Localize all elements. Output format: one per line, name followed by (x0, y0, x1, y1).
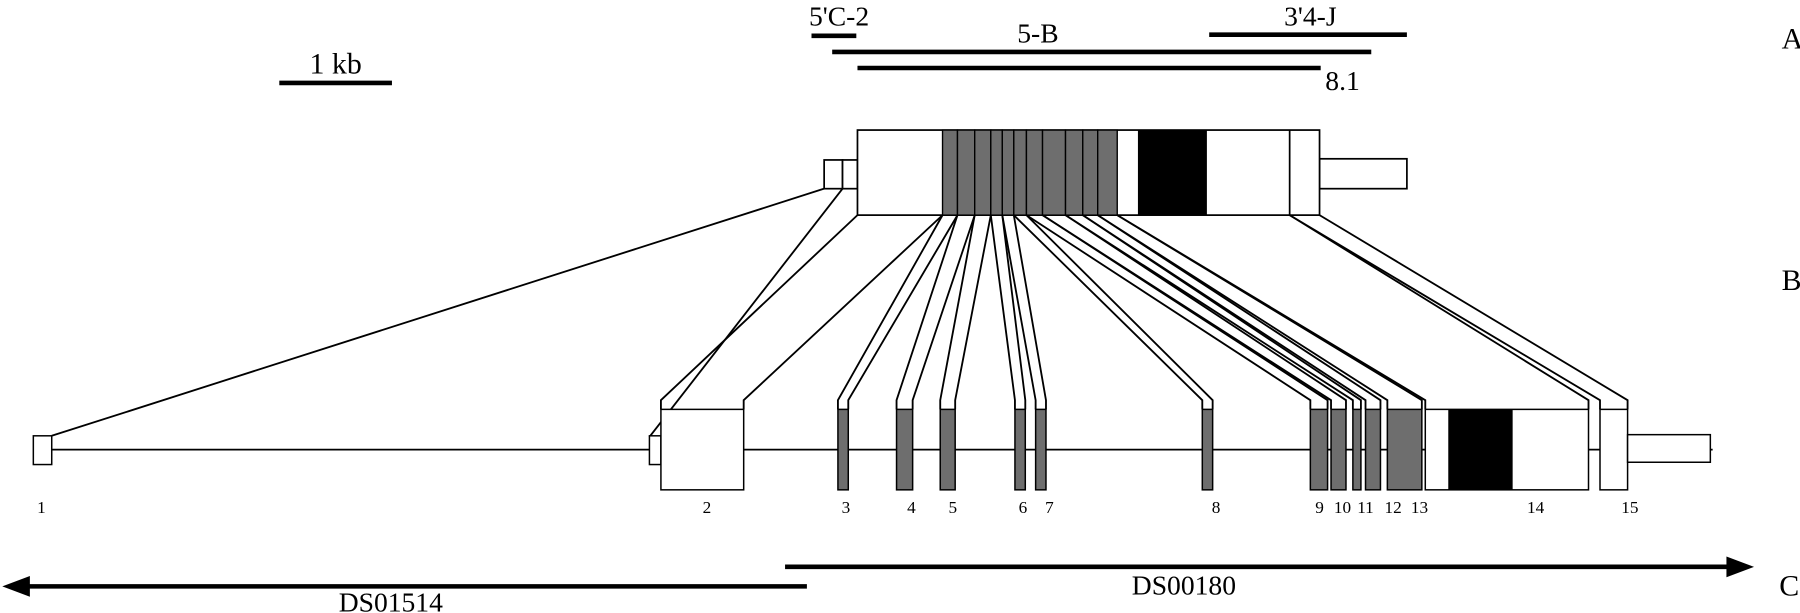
panel-label-a: A (1782, 22, 1800, 55)
exon-connector-line (895, 214, 959, 410)
exon-connector-line (1025, 214, 1312, 410)
mrna-5utr-box (841, 159, 859, 190)
mrna-coding-segment (956, 129, 976, 216)
clone-label: 3'4-J (1284, 0, 1337, 31)
exon-connector-line (1319, 214, 1629, 410)
exon-connector-line (51, 187, 825, 437)
exon-6 (1014, 408, 1027, 491)
exon-label: 4 (907, 498, 916, 517)
clone-5c2: 5'C-2 (809, 0, 869, 39)
scale-bar-label: 1 kb (309, 48, 361, 81)
exon-connector-line (660, 214, 859, 410)
exon-connector-line (1042, 214, 1332, 410)
exon-connector-line (1082, 214, 1367, 410)
exon-connector-line (1116, 214, 1427, 410)
panel-label-b: B (1782, 264, 1800, 297)
exon-connector-line (1042, 214, 1329, 410)
mrna-coding-segment (1001, 129, 1015, 216)
mrna-coding-segment (1082, 129, 1099, 216)
clone-34j: 3'4-J (1209, 0, 1407, 37)
exon-connector-line (1025, 214, 1214, 410)
exon-label: 6 (1019, 498, 1028, 517)
exon-connector-line (847, 214, 959, 410)
mrna-coding-segment (990, 129, 1003, 216)
clone-8-1: 8.1 (857, 65, 1360, 96)
exon-2 (660, 408, 745, 491)
exon-connectors (51, 187, 1629, 438)
exon-8 (1201, 408, 1214, 491)
exon-label: 14 (1527, 498, 1545, 517)
exon-label: 8 (1212, 498, 1221, 517)
exon-7 (1034, 408, 1047, 491)
exon-connector-line (837, 214, 944, 410)
exon-label: 15 (1621, 498, 1638, 517)
exon-3 (837, 408, 850, 491)
exon-label: 5 (949, 498, 958, 517)
exon-connector-line (911, 214, 976, 410)
exon-connector-line (1289, 214, 1601, 410)
exon-13 (1386, 408, 1423, 491)
clone-label: 8.1 (1325, 65, 1359, 96)
mrna-transcript (823, 129, 1408, 216)
exon-14-black-domain (1448, 409, 1513, 490)
mrna-3utr-tail (1318, 157, 1408, 190)
exon-12 (1364, 408, 1382, 491)
exon-connector-line (742, 214, 944, 410)
exon-label: 1 (37, 498, 46, 517)
mrna-coding-segment (1025, 129, 1044, 216)
exon-label: 11 (1357, 498, 1374, 517)
exon-label: 2 (703, 498, 712, 517)
panel-label-c: C (1779, 570, 1799, 603)
clone-label: 5'C-2 (809, 0, 869, 31)
exon-connector-line (1001, 215, 1027, 410)
exon-connector-line (954, 214, 992, 410)
exon-4 (895, 408, 914, 491)
exon-connector-line (1013, 214, 1204, 410)
exon-connector-line (1116, 214, 1423, 410)
exon-2-leading-box (648, 435, 662, 466)
exon-9 (1309, 408, 1329, 491)
exon-connector-line (939, 214, 976, 410)
arrow-label: DS00180 (1132, 569, 1236, 600)
exon-connector-line (1001, 214, 1037, 410)
exon-label: 13 (1411, 498, 1428, 517)
mrna-coding-segment (1013, 129, 1028, 216)
mrna-black-domain (1137, 130, 1207, 216)
exon-5 (939, 408, 956, 491)
mrna-coding-segment (1041, 129, 1067, 216)
scale-bar: 1 kb (279, 48, 392, 86)
clone-label: 5-B (1017, 18, 1058, 49)
exon-label: 10 (1334, 498, 1351, 517)
mrna-coding-segment (1064, 129, 1084, 216)
exon-1 (32, 435, 53, 466)
exon-11 (1352, 408, 1362, 491)
exon-connector-line (648, 188, 844, 438)
exon-15 (1599, 408, 1629, 491)
exon-label: 9 (1315, 498, 1324, 517)
clone-5b: 5-B (832, 18, 1372, 55)
exon-label: 3 (842, 498, 851, 517)
exon-connector-line (1097, 214, 1389, 410)
arrow-label: DS01514 (339, 587, 443, 613)
mrna-coding-segment (941, 129, 959, 216)
mrna-coding-segment (974, 129, 992, 216)
genomic-3utr-tail (1626, 433, 1712, 463)
exon-connector-line (1065, 214, 1347, 410)
exon-connector-line (1097, 214, 1382, 410)
exon-connector-line (1012, 214, 1047, 410)
mrna-coding-segment (1097, 129, 1118, 216)
mrna-5utr-box (823, 159, 844, 190)
exon-connector-line (989, 215, 1016, 410)
arrow-ds00180: DS00180 (785, 556, 1755, 600)
exon-label: 7 (1045, 498, 1054, 517)
arrow-ds01514: DS01514 (2, 576, 807, 613)
exon-10 (1330, 408, 1347, 491)
exon-connector-line (1065, 214, 1354, 410)
exon-label: 12 (1384, 498, 1401, 517)
exon-connector-line (1289, 214, 1590, 410)
